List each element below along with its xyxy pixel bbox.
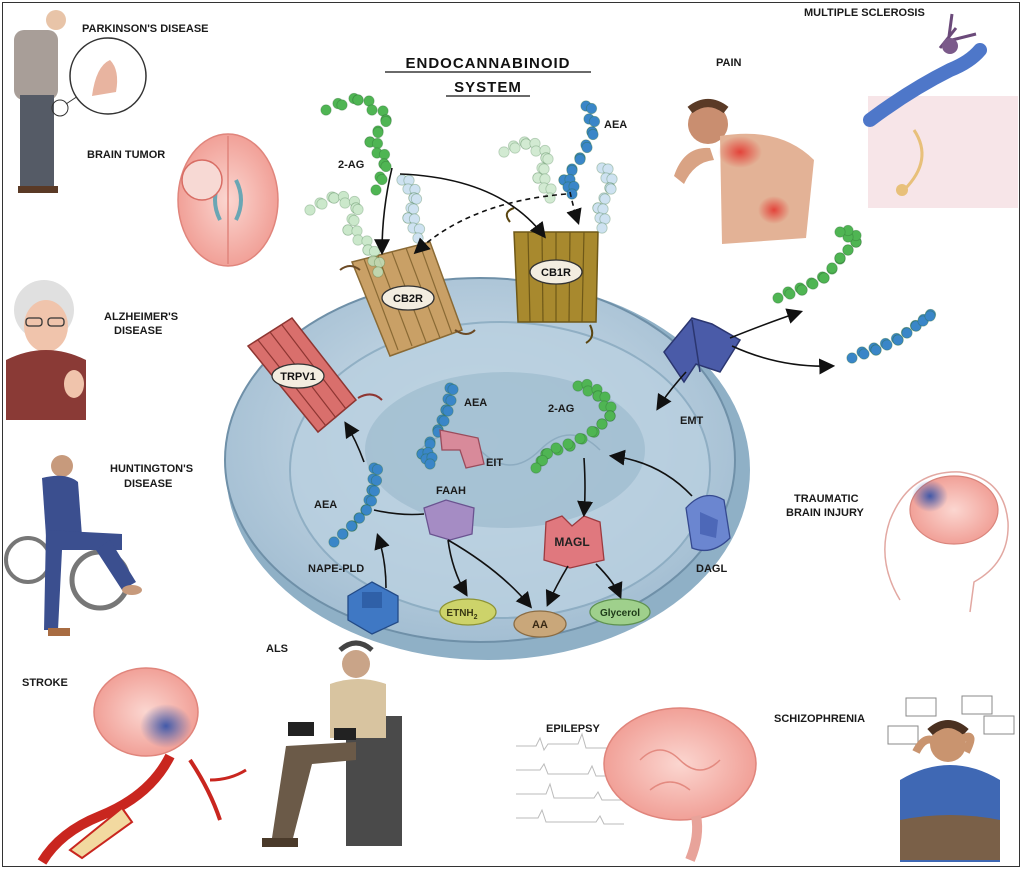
parkinsons-figure [14,10,147,193]
label-dagl: DAGL [696,563,727,575]
label-tbi-1: TRAUMATIC [794,493,859,505]
aa-product [513,610,567,638]
etnh2-product [439,598,497,626]
eit-protein [439,429,485,469]
magl-enzyme [543,515,605,569]
label-aea-left: AEA [314,499,337,511]
pathway-arrows [344,167,836,609]
diagram-title: ENDOCANNABINOID SYSTEM [385,55,591,97]
label-trpv1: TRPV1 [280,371,315,383]
trpv1-tag: TRPV1 [271,363,325,389]
glycerol-product [589,598,651,626]
label-alzheimers-1: ALZHEIMER'S [104,311,178,323]
molecule-aea-ghost-2 [592,162,618,234]
label-aea-top: AEA [604,119,627,131]
molecule-2ag-ghost-2 [498,136,557,204]
label-magl: MAGL [554,535,589,549]
epilepsy-figure [516,707,757,862]
label-aa: AA [532,619,548,631]
schizophrenia-figure [887,695,1015,862]
pain-figure [674,99,814,244]
brain-tumor-figure [177,133,279,267]
label-parkinsons: PARKINSON'S DISEASE [82,23,209,35]
label-cb2r: CB2R [393,293,423,305]
label-brain-tumor: BRAIN TUMOR [87,149,165,161]
faah-enzyme [423,499,475,541]
alzheimers-figure [6,280,86,420]
label-alzheimers-2: DISEASE [114,325,162,337]
label-2ag-cell: 2-AG [548,403,574,415]
label-glycerol: Glycerol [600,608,640,619]
label-tbi-2: BRAIN INJURY [786,507,864,519]
label-huntingtons-1: HUNTINGTON'S [110,463,193,475]
label-multiple-sclerosis: MULTIPLE SCLEROSIS [804,7,925,19]
label-aea-nucleus: AEA [464,397,487,409]
label-huntingtons-2: DISEASE [124,478,172,490]
label-emt: EMT [680,415,704,427]
molecule-aea-right [846,308,937,364]
title-line-2: SYSTEM [454,79,522,96]
huntingtons-figure [4,455,142,636]
label-stroke: STROKE [22,677,68,689]
stroke-figure [37,667,247,865]
molecule-2ag-ghost [304,190,386,278]
label-epilepsy: EPILEPSY [546,723,600,735]
label-als: ALS [266,643,288,655]
label-etnh2: ETNH2 [446,608,477,621]
molecule-aea-left [328,462,384,548]
molecule-2ag-right [772,224,862,304]
label-cb1r: CB1R [541,267,571,279]
label-eit: EIT [486,457,503,469]
ms-figure [863,13,1018,208]
als-figure [262,640,402,847]
cb2r-tag: CB2R [381,285,435,311]
molecule-2ag-cell [530,378,617,474]
dagl-enzyme [685,494,731,552]
molecule-aea-ghost-1 [396,174,426,244]
nape-pld-enzyme [347,581,399,635]
tbi-figure [884,471,1009,613]
molecule-aea-top [558,100,601,200]
emt-transporter [663,317,742,384]
molecule-2ag-top [320,92,392,196]
label-faah: FAAH [436,485,466,497]
label-nape-pld: NAPE-PLD [308,563,364,575]
label-2ag-top: 2-AG [338,159,364,171]
label-schizophrenia: SCHIZOPHRENIA [774,713,865,725]
cb1r-tag: CB1R [529,259,583,285]
label-pain: PAIN [716,57,742,69]
title-line-1: ENDOCANNABINOID [406,55,571,72]
